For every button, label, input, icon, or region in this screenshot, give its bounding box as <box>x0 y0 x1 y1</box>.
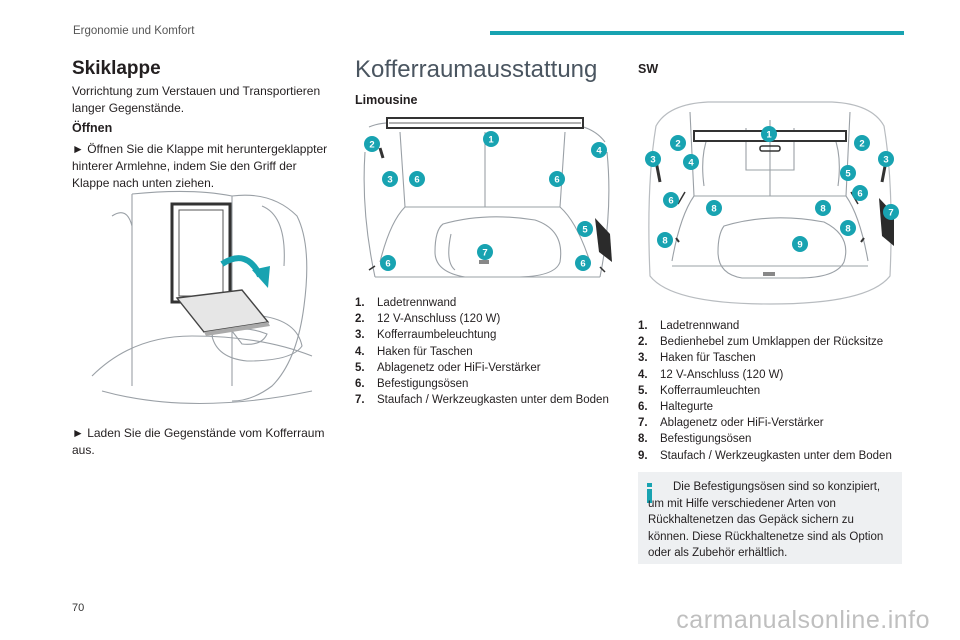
legend-text: Kofferraumbeleuchtung <box>377 329 497 342</box>
legend-item: 1. Ladetrennwand <box>355 295 617 311</box>
legend-number: 2. <box>638 336 648 349</box>
page-number: 70 <box>72 602 85 614</box>
legend-text: Ablagenetz oder HiFi-Verstärker <box>377 361 541 374</box>
sw-trunk-illustration: 1 2 2 3 3 4 5 6 6 7 8 8 8 8 9 <box>645 101 899 305</box>
sw-callout: 9 <box>797 240 802 251</box>
legend-item: 3. Kofferraumbeleuchtung <box>355 327 617 343</box>
legend-item: 6. Befestigungsösen <box>355 376 617 392</box>
legend-item: 5. Kofferraumleuchten <box>638 383 902 399</box>
info-icon <box>647 483 652 503</box>
sw-callout: 2 <box>675 139 680 150</box>
legend-item: 4. 12 V-Anschluss (120 W) <box>638 367 902 383</box>
legend-number: 8. <box>638 433 648 446</box>
legend-number: 1. <box>355 297 365 309</box>
sw-callout: 1 <box>766 130 772 141</box>
legend-number: 7. <box>355 394 365 407</box>
legend-number: 5. <box>355 361 365 374</box>
info-box: Die Befestigungsösen sind so konzipiert,… <box>638 472 902 564</box>
legend-text: Staufach / Werkzeugkasten unter dem Bode… <box>660 449 892 462</box>
sw-legend: 1. Ladetrennwand 2. Bedienhebel zum Umklap… <box>638 318 902 464</box>
sw-callout: 8 <box>820 204 825 215</box>
ski-hatch-illustration <box>91 190 313 404</box>
sw-callout: 8 <box>845 224 850 235</box>
legend-number: 1. <box>638 320 648 332</box>
legend-item: 2. Bedienhebel zum Umklappen der Rücksitz… <box>638 334 902 350</box>
legend-text: Ablagenetz oder HiFi-Verstärker <box>660 417 824 430</box>
legend-text: Staufach / Werkzeugkasten unter dem Bode… <box>377 394 609 407</box>
open-heading: Öffnen <box>72 121 113 135</box>
limousine-callout: 7 <box>482 248 487 259</box>
section-title: Ergonomie und Komfort <box>73 25 195 37</box>
legend-number: 4. <box>638 368 648 381</box>
legend-text: Ladetrennwand <box>377 297 457 309</box>
legend-number: 6. <box>638 401 648 414</box>
legend-number: 3. <box>638 352 648 365</box>
legend-number: 9. <box>638 449 648 462</box>
legend-item: 6. Haltegurte <box>638 399 902 415</box>
limousine-callout: 1 <box>488 135 494 146</box>
legend-text: Bedienhebel zum Umklappen der Rücksitze <box>660 336 884 349</box>
header-accent-bar <box>490 31 904 35</box>
legend-text: Haltegurte <box>660 401 714 414</box>
legend-item: 4. Haken für Taschen <box>355 344 617 360</box>
legend-item: 7. Staufach / Werkzeugkasten unter dem Bo… <box>355 392 617 408</box>
legend-text: 12 V-Anschluss (120 W) <box>377 313 501 326</box>
legend-item: 7. Ablagenetz oder HiFi-Verstärker <box>638 415 902 431</box>
legend-text: Befestigungsösen <box>377 378 469 391</box>
skiklappe-step-2: ► Laden Sie die Gegenstände vom Kofferra… <box>72 426 325 457</box>
sw-callout: 3 <box>650 155 655 166</box>
watermark: carmanualsonline.info <box>676 606 930 634</box>
limousine-callout: 4 <box>596 146 602 157</box>
legend-text: Kofferraumleuchten <box>660 384 761 397</box>
limousine-callout: 6 <box>580 259 585 270</box>
legend-number: 6. <box>355 378 365 391</box>
legend-item: 8. Befestigungsösen <box>638 431 902 447</box>
sw-callout: 2 <box>859 139 864 150</box>
limousine-heading: Limousine <box>355 93 418 107</box>
legend-item: 2. 12 V-Anschluss (120 W) <box>355 311 617 327</box>
sw-heading: SW <box>638 62 659 76</box>
legend-item: 3. Haken für Taschen <box>638 350 902 366</box>
legend-number: 7. <box>638 417 648 430</box>
sw-callout: 7 <box>888 208 893 219</box>
legend-number: 3. <box>355 329 365 342</box>
limousine-callout: 6 <box>414 175 419 186</box>
skiklappe-intro: Vorrichtung zum Verstauen und Transporti… <box>72 84 321 115</box>
sw-callout: 6 <box>668 196 673 207</box>
legend-number: 4. <box>355 345 365 358</box>
limousine-callout: 6 <box>554 175 559 186</box>
legend-text: Haken für Taschen <box>377 345 473 358</box>
limousine-callout: 2 <box>369 140 374 151</box>
legend-item: 9. Staufach / Werkzeugkasten unter dem Bo… <box>638 448 902 464</box>
limousine-callout: 5 <box>582 225 588 236</box>
legend-number: 2. <box>355 313 365 326</box>
sw-callout: 3 <box>883 155 888 166</box>
legend-text: Befestigungsösen <box>660 433 752 446</box>
kofferraum-title: Kofferraumausstattung <box>355 56 598 83</box>
sw-callout: 4 <box>688 158 694 169</box>
limousine-legend: 1. Ladetrennwand 2. 12 V-Anschluss (120 W)… <box>355 295 617 408</box>
legend-text: Haken für Taschen <box>660 352 756 365</box>
legend-item: 1. Ladetrennwand <box>638 318 902 334</box>
legend-text: 12 V-Anschluss (120 W) <box>660 368 784 381</box>
limousine-callout: 3 <box>387 175 392 186</box>
sw-callout: 8 <box>662 236 667 247</box>
legend-number: 5. <box>638 384 648 397</box>
skiklappe-step-1: ► Öffnen Sie die Klappe mit heruntergekl… <box>72 142 328 190</box>
sw-callout: 5 <box>845 169 851 180</box>
limousine-callout: 6 <box>385 259 390 270</box>
sw-callout: 6 <box>857 189 862 200</box>
limousine-trunk-illustration: 1 2 3 4 5 6 6 6 6 7 <box>363 117 612 278</box>
sw-callout: 8 <box>711 204 716 215</box>
legend-text: Ladetrennwand <box>660 320 740 332</box>
info-text: Die Befestigungsösen sind so konzipiert,… <box>648 481 884 559</box>
skiklappe-title: Skiklappe <box>72 58 161 79</box>
legend-item: 5. Ablagenetz oder HiFi-Verstärker <box>355 360 617 376</box>
